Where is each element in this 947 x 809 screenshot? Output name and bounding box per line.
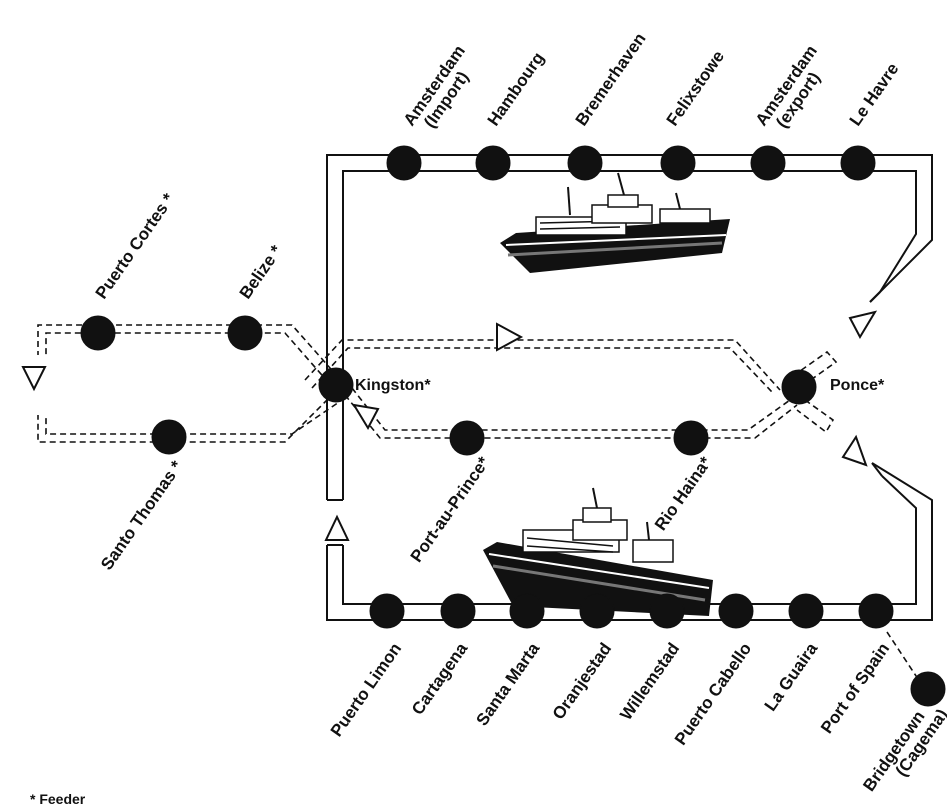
legend-feeder: * Feeder [30, 791, 86, 807]
label-bremerhaven: Bremerhaven [572, 29, 650, 129]
node-ponce [781, 369, 817, 405]
arrow-triangle-icon [848, 310, 878, 340]
label-felixstowe: Felixstowe [663, 47, 728, 129]
arrow-triangle-icon [352, 403, 380, 431]
node-amsterdam-export [750, 145, 786, 181]
node-puerto-limon [369, 593, 405, 629]
node-santo-thomas [151, 419, 187, 455]
node-willemstad [649, 593, 685, 629]
label-oranjestad: Oranjestad [549, 639, 616, 723]
node-cartagena [440, 593, 476, 629]
label-bridgetown: Bridgetown (Cagema) [859, 695, 947, 805]
label-puerto-limon: Puerto Limon [327, 639, 405, 740]
label-belize: Belize * [236, 242, 286, 303]
label-hambourg: Hambourg [484, 49, 548, 130]
node-puerto-cortes [80, 315, 116, 351]
node-puerto-cabello [718, 593, 754, 629]
label-santo-thomas: Santo Thomas * [97, 457, 186, 573]
label-puerto-cabello: Puerto Cabello [671, 639, 755, 748]
label-port-of-spain: Port of Spain [817, 639, 893, 737]
node-la-guaira [788, 593, 824, 629]
node-port-au-prince [449, 420, 485, 456]
label-kingston: Kingston* [355, 377, 431, 394]
node-belize [227, 315, 263, 351]
node-kingston [318, 367, 354, 403]
node-amsterdam-import [386, 145, 422, 181]
label-amsterdam-export: Amsterdam (export) [752, 38, 839, 140]
ship-icon [500, 172, 730, 273]
arrow-triangle-icon [841, 434, 868, 467]
label-willemstad: Willemstad [616, 639, 683, 723]
label-ponce: Ponce* [830, 377, 885, 394]
direction-arrows [21, 310, 878, 541]
node-oranjestad [579, 593, 615, 629]
ship-icon [483, 487, 713, 616]
node-port-of-spain [858, 593, 894, 629]
label-cartagena: Cartagena [408, 639, 472, 718]
node-santa-marta [509, 593, 545, 629]
label-la-guaira: La Guaira [761, 639, 822, 715]
arrow-triangle-icon [21, 366, 47, 392]
label-port-au-prince: Port-au-Prince* [407, 453, 494, 566]
label-puerto-cortes: Puerto Cortes * [92, 190, 179, 303]
label-le-havre: Le Havre [846, 60, 903, 130]
main-route-loop [326, 154, 933, 621]
arrow-triangle-icon [324, 514, 350, 541]
arrow-triangle-icon [496, 322, 524, 352]
label-rio-haina: Rio Haina* [651, 453, 716, 534]
node-bridgetown [910, 671, 946, 707]
node-hambourg [475, 145, 511, 181]
label-santa-marta: Santa Marta [472, 639, 543, 729]
node-le-havre [840, 145, 876, 181]
label-amsterdam-import: Amsterdam (Import) [400, 38, 487, 140]
node-felixstowe [660, 145, 696, 181]
node-bremerhaven [567, 145, 603, 181]
node-rio-haina [673, 420, 709, 456]
port-nodes [80, 145, 946, 707]
